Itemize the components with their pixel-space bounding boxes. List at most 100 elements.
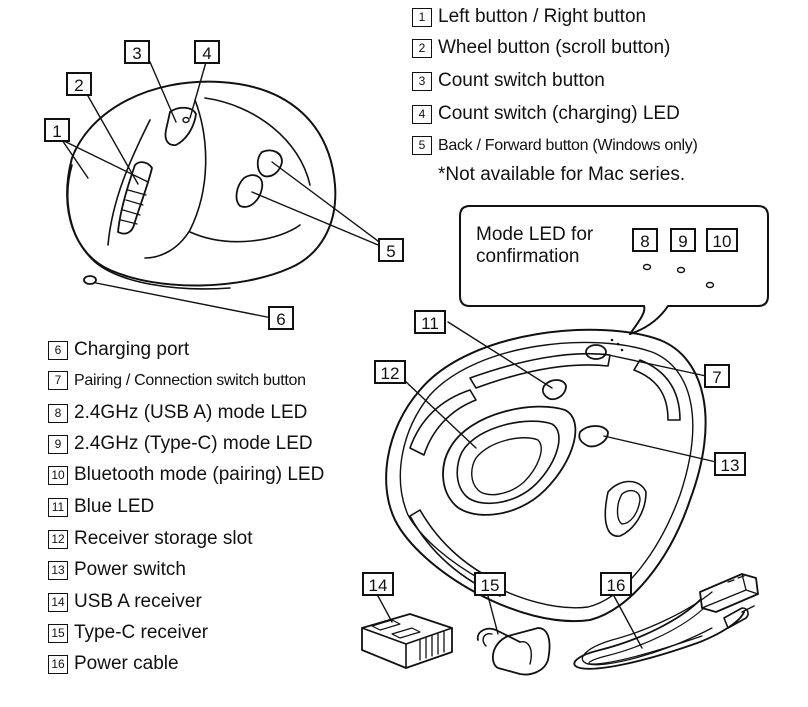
leader-1 bbox=[61, 139, 149, 183]
side-buttons bbox=[235, 149, 283, 208]
legend-num: 13 bbox=[48, 560, 68, 580]
legend-num: 7 bbox=[48, 371, 68, 390]
power-cable bbox=[573, 573, 759, 670]
leader-6 bbox=[95, 282, 273, 319]
mouse-top-outline bbox=[66, 80, 337, 287]
legend-item-8: 8 2.4GHz (USB A) mode LED bbox=[48, 402, 307, 424]
legend-num: 5 bbox=[412, 136, 432, 155]
legend-text: Type-C receiver bbox=[74, 622, 209, 643]
legend-text: Wheel button (scroll button) bbox=[438, 37, 671, 58]
legend-text: Count switch button bbox=[438, 70, 605, 91]
receiver-slot bbox=[442, 405, 577, 516]
legend-num: 15 bbox=[48, 623, 68, 643]
legend-item-4: 4 Count switch (charging) LED bbox=[412, 103, 680, 125]
charging-port bbox=[83, 275, 97, 285]
legend-text: Blue LED bbox=[74, 496, 155, 517]
leader-7 bbox=[603, 353, 707, 377]
legend-num: 9 bbox=[48, 434, 68, 454]
legend-num: 14 bbox=[48, 592, 68, 612]
led-9-dot bbox=[676, 266, 686, 274]
legend-num: 8 bbox=[48, 403, 68, 423]
legend-num: 10 bbox=[48, 465, 68, 485]
callout-15: 15 bbox=[474, 572, 506, 596]
leader-4 bbox=[189, 61, 207, 119]
legend-item-3: 3 Count switch button bbox=[412, 70, 605, 92]
legend-item-12: 12 Receiver storage slot bbox=[48, 528, 252, 550]
leader-3 bbox=[149, 61, 177, 123]
legend-item-6: 6 Charging port bbox=[48, 339, 189, 361]
legend-text: Power cable bbox=[74, 653, 179, 674]
leader-5 bbox=[251, 161, 391, 251]
bubble-text-line1: Mode LED for bbox=[476, 224, 594, 245]
callout-8: 8 bbox=[632, 228, 658, 252]
legend-num: 11 bbox=[48, 497, 68, 517]
mouse-top-base bbox=[67, 164, 231, 290]
callout-4: 4 bbox=[194, 40, 220, 64]
usb-a-receiver bbox=[361, 613, 453, 669]
legend-num: 2 bbox=[412, 38, 432, 58]
led-10-dot bbox=[705, 281, 715, 289]
callout-9: 9 bbox=[670, 228, 696, 252]
legend-text: Bluetooth mode (pairing) LED bbox=[74, 464, 325, 485]
led-bubble bbox=[459, 205, 769, 335]
count-switch-button bbox=[164, 106, 197, 146]
callout-11: 11 bbox=[414, 310, 446, 334]
legend-num: 3 bbox=[412, 71, 432, 91]
type-c-receiver bbox=[476, 627, 551, 676]
legend-item-16: 16 Power cable bbox=[48, 653, 179, 675]
callout-16: 16 bbox=[600, 572, 632, 596]
legend-num: 16 bbox=[48, 654, 68, 674]
legend-num: 1 bbox=[412, 7, 432, 27]
legend-item-11: 11 Blue LED bbox=[48, 496, 154, 518]
legend-num: 12 bbox=[48, 529, 68, 549]
legend-item-1: 1 Left button / Right button bbox=[412, 6, 646, 28]
legend-text: Charging port bbox=[74, 339, 190, 360]
mouse-button-split bbox=[107, 119, 151, 246]
callout-5: 5 bbox=[378, 238, 404, 262]
callout-12: 12 bbox=[374, 360, 406, 384]
bubble-text: Mode LED for confirmation bbox=[476, 224, 593, 268]
legend-text: Power switch bbox=[74, 559, 186, 580]
scroll-wheel bbox=[117, 161, 153, 235]
legend-text: Receiver storage slot bbox=[74, 528, 253, 549]
legend-item-7: 7 Pairing / Connection switch button bbox=[48, 371, 306, 390]
callout-7: 7 bbox=[704, 364, 730, 388]
bubble-text-line2: confirmation bbox=[476, 246, 580, 267]
mac-note: *Not available for Mac series. bbox=[438, 164, 686, 185]
leader-11 bbox=[447, 321, 553, 389]
legend-item-13: 13 Power switch bbox=[48, 559, 186, 581]
power-switch bbox=[578, 425, 609, 448]
callout-2: 2 bbox=[66, 72, 92, 96]
callout-10: 10 bbox=[706, 228, 738, 252]
callout-3: 3 bbox=[124, 40, 150, 64]
legend-item-15: 15 Type-C receiver bbox=[48, 622, 208, 644]
legend-num: 6 bbox=[48, 340, 68, 360]
leader-13 bbox=[603, 435, 717, 463]
legend-item-10: 10 Bluetooth mode (pairing) LED bbox=[48, 464, 324, 486]
legend-text: Pairing / Connection switch button bbox=[74, 371, 306, 389]
callout-13: 13 bbox=[714, 452, 746, 476]
leader-2 bbox=[87, 95, 139, 185]
leader-12 bbox=[403, 379, 477, 449]
callout-6: 6 bbox=[268, 306, 294, 330]
pairing-button bbox=[585, 344, 607, 360]
mouse-bottom-outline bbox=[385, 328, 707, 623]
legend-item-2: 2 Wheel button (scroll button) bbox=[412, 37, 670, 59]
leader-15 bbox=[487, 595, 499, 635]
legend-text: 2.4GHz (Type-C) mode LED bbox=[74, 433, 313, 454]
blue-led bbox=[541, 379, 567, 401]
legend-text: USB A receiver bbox=[74, 591, 202, 612]
count-switch-led bbox=[182, 116, 190, 124]
legend-item-9: 9 2.4GHz (Type-C) mode LED bbox=[48, 433, 313, 455]
legend-text: Count switch (charging) LED bbox=[438, 103, 680, 124]
legend-item-5: 5 Back / Forward button (Windows only) bbox=[412, 136, 698, 155]
leader-14 bbox=[377, 595, 393, 623]
legend-text: 2.4GHz (USB A) mode LED bbox=[74, 402, 308, 423]
mouse-top-view bbox=[61, 61, 391, 319]
callout-14: 14 bbox=[362, 572, 394, 596]
mouse-bottom-view bbox=[385, 321, 717, 623]
legend-item-14: 14 USB A receiver bbox=[48, 591, 202, 613]
legend-num: 4 bbox=[412, 104, 432, 124]
legend-text: Back / Forward button (Windows only) bbox=[438, 136, 698, 154]
